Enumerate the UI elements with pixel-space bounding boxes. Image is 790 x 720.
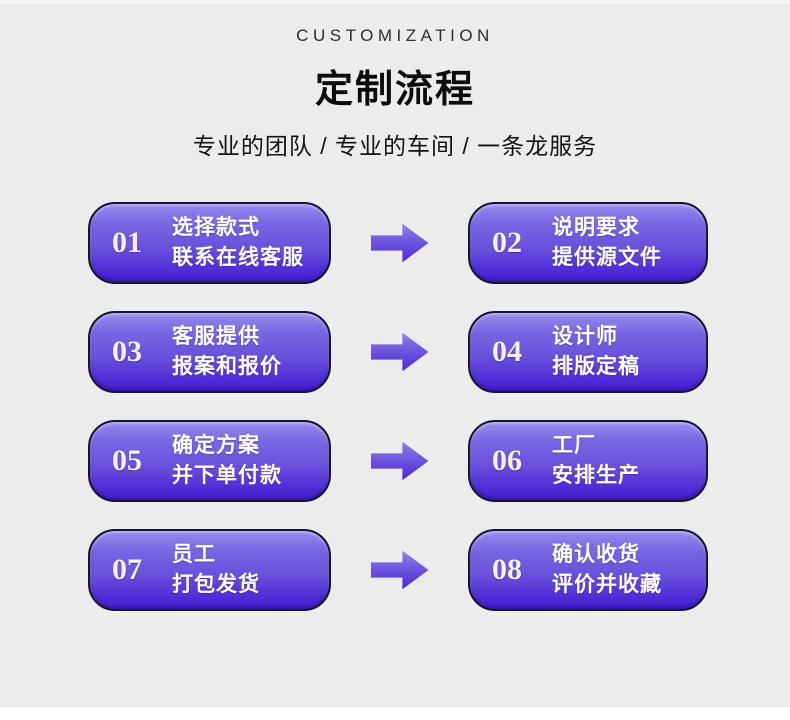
- eyebrow-text: CUSTOMIZATION: [296, 26, 494, 45]
- step-number: 03: [112, 335, 142, 368]
- step-line1: 设计师: [552, 325, 618, 348]
- step-line1: 确定方案: [172, 434, 260, 457]
- step-card-06: 06 工厂 安排生产: [468, 420, 708, 502]
- right-arrow-icon: [370, 223, 429, 263]
- step-line2: 评价并收藏: [552, 573, 662, 596]
- step-card-07: 07 员工 打包发货: [88, 529, 331, 611]
- step-line2: 并下单付款: [172, 464, 282, 487]
- step-line2: 打包发货: [172, 573, 260, 596]
- step-line2: 安排生产: [552, 464, 640, 487]
- step-number: 04: [492, 335, 522, 368]
- step-number: 07: [112, 553, 142, 586]
- step-card-01: 01 选择款式 联系在线客服: [88, 202, 331, 284]
- page-title: 定制流程: [314, 69, 475, 111]
- step-line2: 排版定稿: [552, 355, 640, 378]
- process-flow: 01 选择款式 联系在线客服 02 说明要求 提供源文件 03: [88, 202, 708, 638]
- arrow-cell: [331, 441, 468, 481]
- step-line2: 报案和报价: [172, 355, 282, 378]
- page-subtitle: 专业的团队 / 专业的车间 / 一条龙服务: [192, 133, 598, 159]
- step-card-02: 02 说明要求 提供源文件: [468, 202, 708, 284]
- step-number: 02: [492, 226, 522, 259]
- step-line2: 联系在线客服: [172, 246, 304, 269]
- step-line2: 提供源文件: [552, 246, 662, 269]
- flow-row-3: 05 确定方案 并下单付款 06 工厂 安排生产: [88, 420, 708, 502]
- flow-row-1: 01 选择款式 联系在线客服 02 说明要求 提供源文件: [88, 202, 708, 284]
- step-card-05: 05 确定方案 并下单付款: [88, 420, 331, 502]
- step-line1: 选择款式: [172, 216, 260, 239]
- step-number: 08: [492, 553, 522, 586]
- right-arrow-icon: [370, 550, 429, 590]
- flow-row-2: 03 客服提供 报案和报价 04 设计师 排版定稿: [88, 311, 708, 393]
- bottom-divider: [0, 706, 790, 720]
- arrow-cell: [331, 223, 468, 263]
- step-card-08: 08 确认收货 评价并收藏: [468, 529, 708, 611]
- flow-row-4: 07 员工 打包发货 08 确认收货 评价并收藏: [88, 529, 708, 611]
- right-arrow-icon: [370, 332, 429, 372]
- step-line1: 工厂: [552, 434, 596, 457]
- arrow-cell: [331, 332, 468, 372]
- step-line1: 员工: [172, 543, 216, 566]
- step-card-03: 03 客服提供 报案和报价: [88, 311, 331, 393]
- step-line1: 确认收货: [552, 543, 640, 566]
- step-number: 05: [112, 444, 142, 477]
- section-header: CUSTOMIZATION 定制流程 专业的团队 / 专业的车间 / 一条龙服务: [0, 26, 790, 161]
- top-divider: [0, 0, 790, 4]
- step-number: 01: [112, 226, 142, 259]
- right-arrow-icon: [370, 441, 429, 481]
- step-number: 06: [492, 444, 522, 477]
- step-card-04: 04 设计师 排版定稿: [468, 311, 708, 393]
- step-line1: 说明要求: [552, 216, 640, 239]
- arrow-cell: [331, 550, 468, 590]
- step-line1: 客服提供: [172, 325, 260, 348]
